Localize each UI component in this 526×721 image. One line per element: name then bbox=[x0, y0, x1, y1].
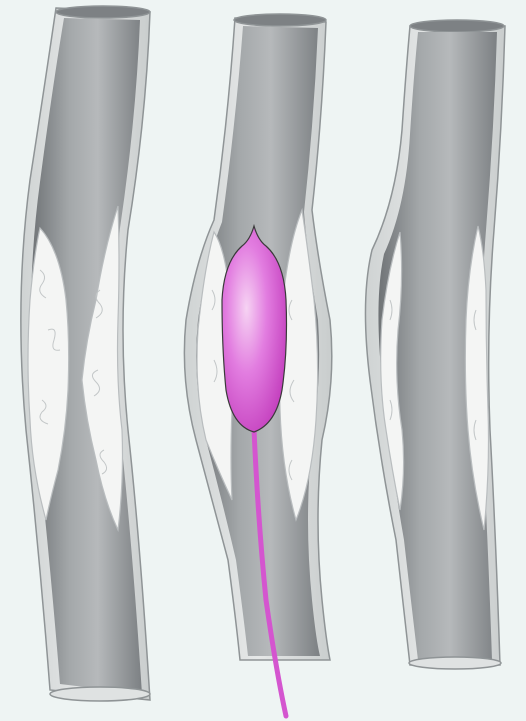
vessel-top-opening bbox=[56, 6, 150, 18]
vessel-bottom-opening bbox=[409, 657, 501, 669]
vessel-with-balloon-catheter-icon bbox=[184, 14, 331, 716]
vessel-bottom-opening bbox=[50, 687, 150, 701]
vessel-top-opening bbox=[410, 20, 504, 32]
vessel-after-angioplasty-icon bbox=[365, 20, 505, 669]
vessel-with-plaque-icon bbox=[21, 6, 150, 701]
vessel-top-opening bbox=[234, 14, 326, 26]
